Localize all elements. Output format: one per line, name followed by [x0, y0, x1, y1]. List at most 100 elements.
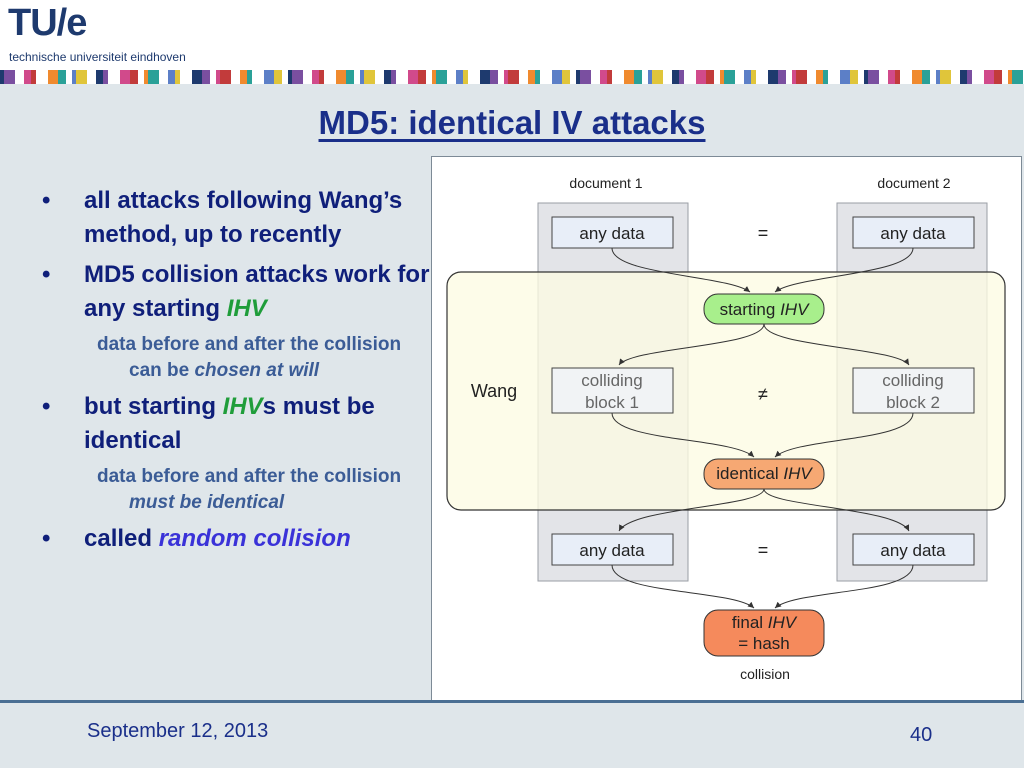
stripe-segment — [360, 70, 364, 84]
stripe-segment — [31, 70, 36, 84]
wang-label: Wang — [471, 381, 517, 401]
stripe-segment — [252, 70, 264, 84]
stripe-segment — [696, 70, 706, 84]
stripe-segment — [607, 70, 612, 84]
diagram-svg: document 1 document 2 any data any data … — [446, 175, 1006, 682]
svg-text:final IHV: final IHV — [732, 613, 798, 632]
stripe-segment — [72, 70, 76, 84]
stripe-segment — [247, 70, 252, 84]
stripe-segment — [468, 70, 480, 84]
stripe-segment — [994, 70, 1002, 84]
stripe-segment — [456, 70, 463, 84]
stripe-segment — [663, 70, 672, 84]
stripe-segment — [1012, 70, 1023, 84]
stripe-segment — [751, 70, 756, 84]
stripe-segment — [418, 70, 426, 84]
stripe-segment — [210, 70, 216, 84]
stripe-segment — [642, 70, 648, 84]
page-number: 40 — [910, 724, 933, 746]
stripe-segment — [66, 70, 72, 84]
svg-text:colliding: colliding — [882, 371, 943, 390]
stripe-segment — [192, 70, 202, 84]
stripe-segment — [1002, 70, 1008, 84]
stripe-segment — [216, 70, 220, 84]
stripe-segment — [612, 70, 624, 84]
stripe-segment — [864, 70, 868, 84]
stripe-segment — [960, 70, 967, 84]
stripe-segment — [282, 70, 288, 84]
stripe-segment — [570, 70, 576, 84]
stripe-segment — [778, 70, 786, 84]
stripe-segment — [930, 70, 936, 84]
stripe-segment — [850, 70, 858, 84]
stripe-segment — [48, 70, 58, 84]
stripe-segment — [375, 70, 384, 84]
stripe-segment — [951, 70, 960, 84]
stripe-segment — [519, 70, 528, 84]
stripe-segment — [600, 70, 607, 84]
slide-title: MD5: identical IV attacks — [318, 104, 706, 141]
stripe-segment — [288, 70, 292, 84]
stripe-segment — [840, 70, 850, 84]
not-equal-sign: ≠ — [758, 384, 768, 404]
sub-bullet-item: data before and after the collision must… — [97, 466, 402, 513]
bullet-item: • but starting IHVs must be identical — [42, 390, 432, 458]
stripe-segment — [858, 70, 864, 84]
footer-divider — [0, 700, 1024, 703]
stripe-segment — [220, 70, 231, 84]
stripe-segment — [231, 70, 240, 84]
stripe-segment — [807, 70, 816, 84]
svg-text:block 1: block 1 — [585, 393, 639, 412]
stripe-segment — [504, 70, 508, 84]
stripe-segment — [24, 70, 31, 84]
stripe-segment — [463, 70, 468, 84]
equals-sign-bottom: = — [758, 540, 769, 560]
document-2-label: document 2 — [877, 175, 950, 191]
stripe-segment — [679, 70, 684, 84]
stripe-segment — [580, 70, 591, 84]
stripe-segment — [364, 70, 375, 84]
stripe-segment — [274, 70, 282, 84]
stripe-segment — [103, 70, 108, 84]
stripe-segment — [888, 70, 895, 84]
stripe-segment — [591, 70, 600, 84]
stripe-segment — [552, 70, 562, 84]
stripe-segment — [148, 70, 159, 84]
stripe-segment — [240, 70, 247, 84]
stripe-segment — [724, 70, 735, 84]
any-data-box-2-bottom — [852, 533, 975, 566]
stripe-segment — [4, 70, 15, 84]
stripe-segment — [744, 70, 751, 84]
svg-text:any data: any data — [880, 541, 946, 560]
stripe-segment — [426, 70, 432, 84]
stripe-segment — [796, 70, 807, 84]
stripe-segment — [130, 70, 138, 84]
stripe-segment — [756, 70, 768, 84]
stripe-segment — [108, 70, 120, 84]
stripe-segment — [336, 70, 346, 84]
stripe-segment — [264, 70, 274, 84]
stripe-segment — [436, 70, 447, 84]
stripe-segment — [1008, 70, 1012, 84]
any-data-box-1-bottom — [551, 533, 674, 566]
bullet-list: • all attacks following Wang’s method, u… — [42, 184, 432, 562]
final-ihv-hash-box — [703, 609, 825, 657]
stripe-segment — [714, 70, 720, 84]
stripe-segment — [972, 70, 984, 84]
stripe-segment — [648, 70, 652, 84]
stripe-segment — [576, 70, 580, 84]
stripe-segment — [922, 70, 930, 84]
stripe-segment — [36, 70, 48, 84]
stripe-segment — [868, 70, 879, 84]
bullet-item: • called random collision — [42, 522, 432, 556]
bullet-dot: • — [42, 187, 51, 214]
stripe-segment — [828, 70, 840, 84]
stripe-segment — [58, 70, 66, 84]
stripe-segment — [0, 70, 4, 84]
stripe-segment — [303, 70, 312, 84]
collision-diagram: document 1 document 2 any data any data … — [431, 156, 1022, 702]
wang-region — [446, 271, 1006, 511]
svg-text:any data: any data — [579, 224, 645, 243]
stripe-segment — [540, 70, 552, 84]
tue-logo: TU/e — [8, 2, 87, 44]
